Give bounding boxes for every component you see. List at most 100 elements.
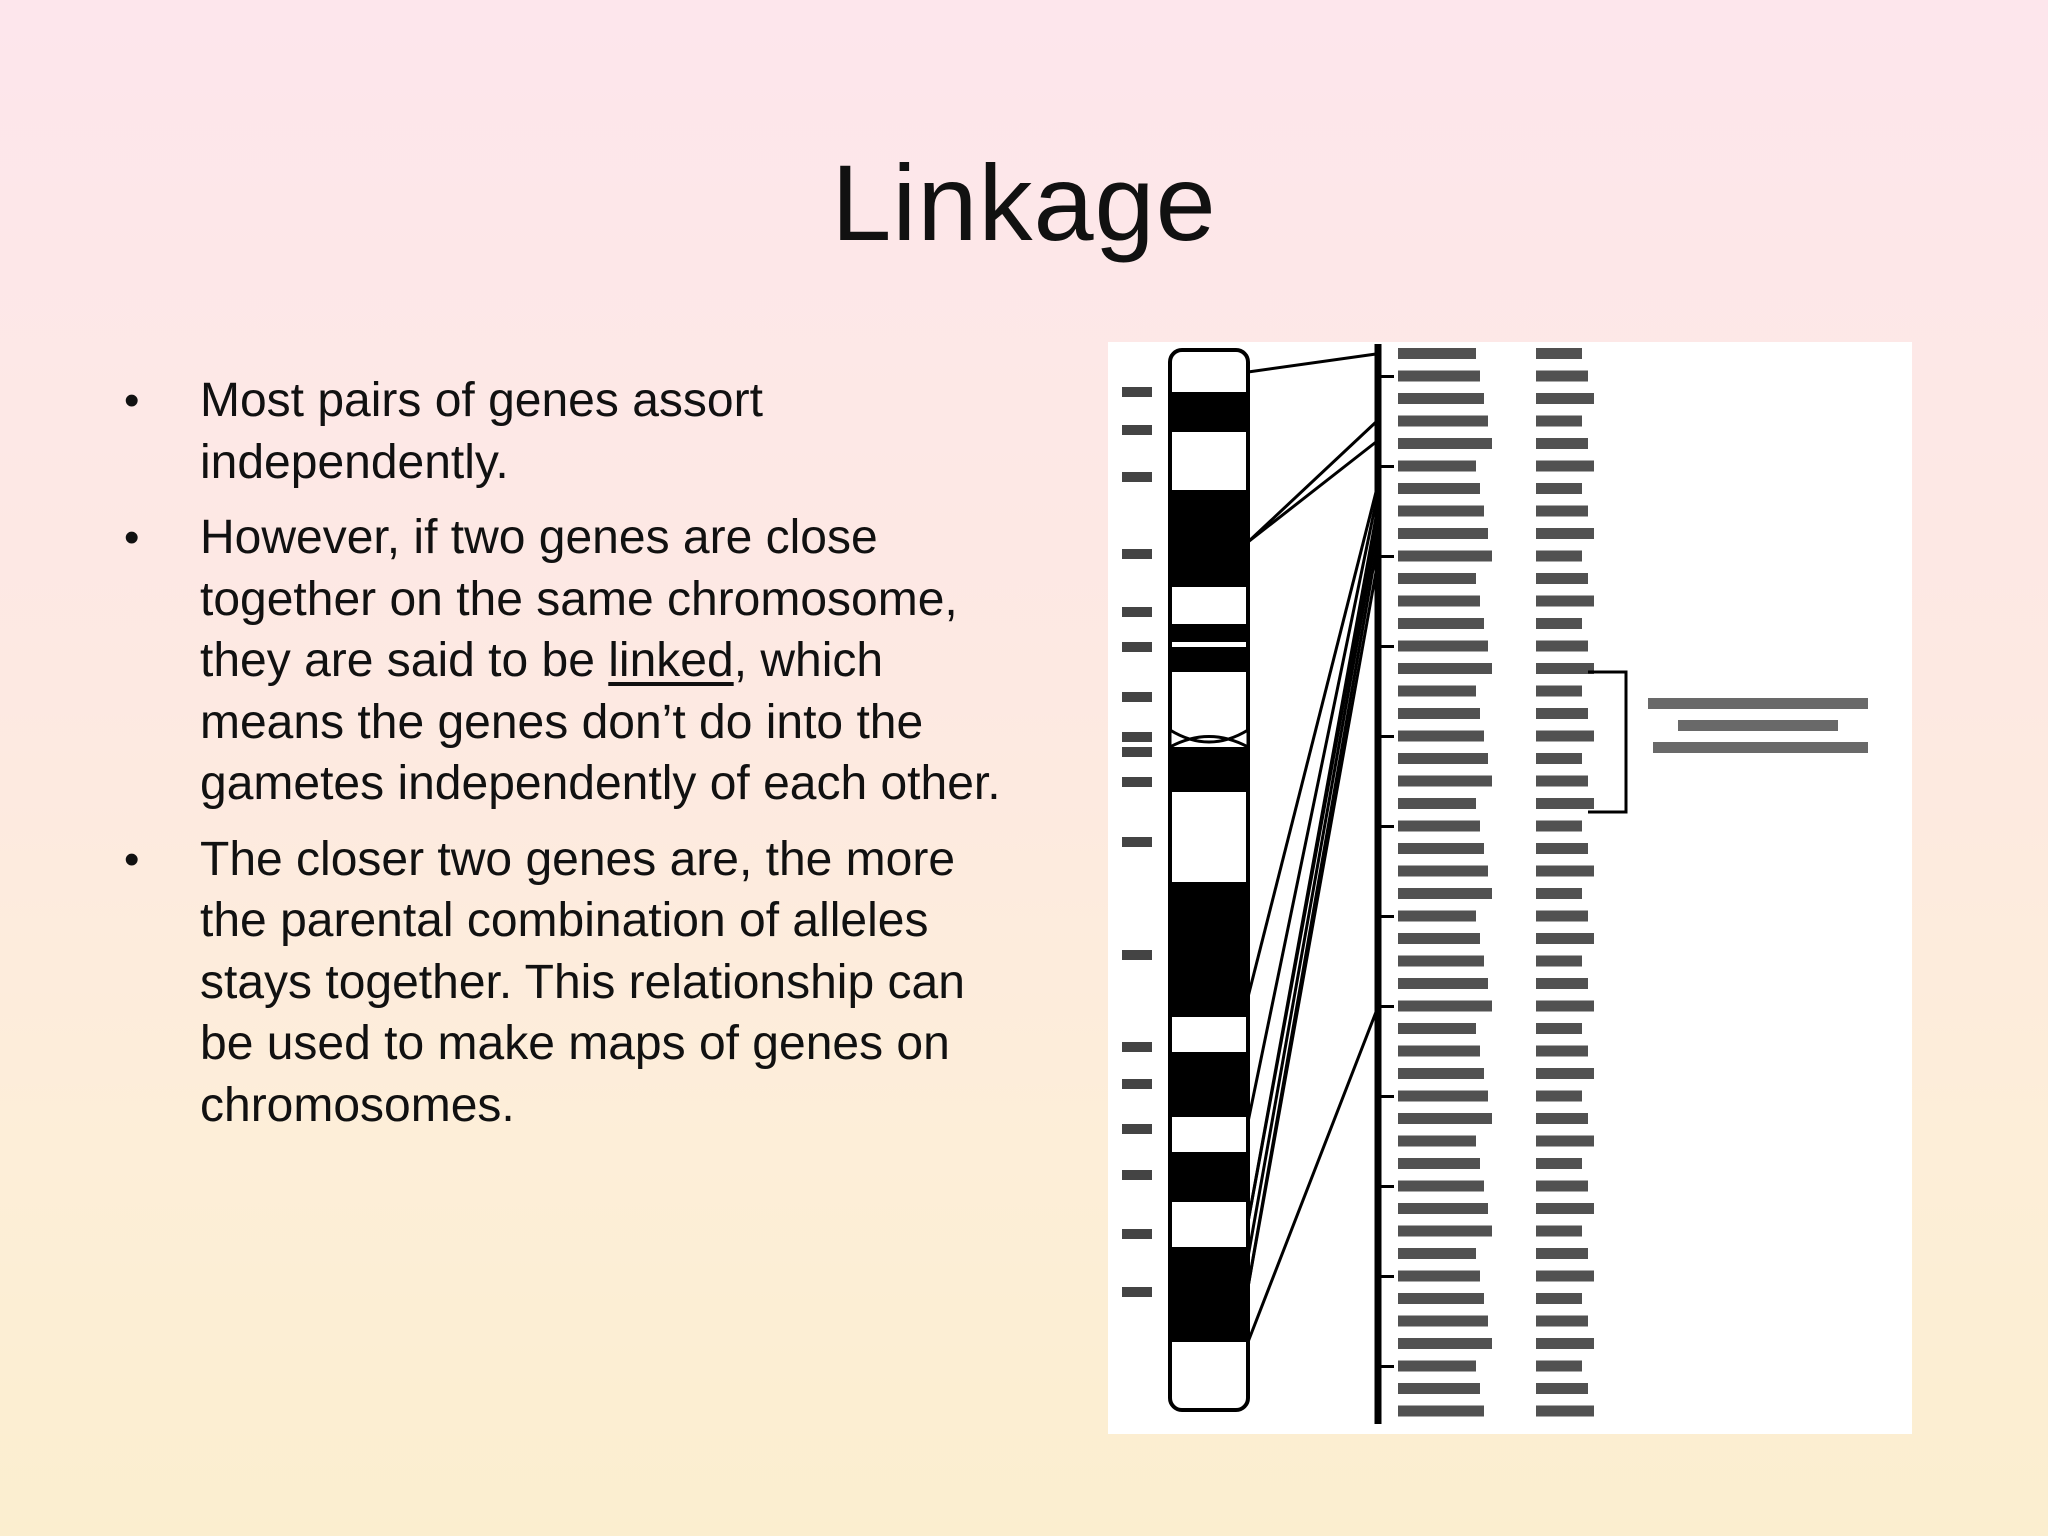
marker-name-mark <box>1398 753 1488 764</box>
marker-value-mark <box>1536 550 1582 562</box>
marker-value-mark <box>1536 370 1588 382</box>
marker-name-mark <box>1398 595 1480 607</box>
marker-value-mark <box>1536 753 1582 764</box>
marker-value-mark <box>1536 1113 1588 1124</box>
slide-title: Linkage <box>831 142 1217 263</box>
band-number-mark <box>1122 642 1152 652</box>
marker-value-mark <box>1536 618 1582 629</box>
band-number-mark <box>1122 1170 1152 1180</box>
band-number-mark <box>1122 777 1152 787</box>
marker-name-mark <box>1398 370 1480 382</box>
dark-band <box>1170 624 1248 642</box>
chromosome-ideogram <box>1168 348 1250 1412</box>
marker-name-mark <box>1398 1360 1476 1372</box>
bullet-dot-icon: • <box>124 513 140 562</box>
marker-value-mark <box>1536 910 1588 922</box>
marker-name-mark <box>1398 393 1484 404</box>
marker-value-mark <box>1536 573 1588 584</box>
dark-band <box>1170 747 1248 792</box>
marker-name-mark <box>1398 1135 1476 1147</box>
bullet-list: • Most pairs of genes assort independent… <box>118 370 1018 1150</box>
marker-name-mark <box>1398 933 1480 944</box>
marker-value-mark <box>1536 1383 1588 1394</box>
marker-name-mark <box>1398 348 1476 359</box>
marker-value-mark <box>1536 460 1594 472</box>
band-number-mark <box>1122 732 1152 742</box>
marker-value-mark <box>1536 955 1582 967</box>
bracket-note-mark <box>1648 698 1868 709</box>
marker-value-mark <box>1536 1270 1594 1282</box>
marker-name-mark <box>1398 415 1488 427</box>
marker-value-mark <box>1536 1135 1594 1147</box>
bracket-note-mark <box>1653 742 1868 753</box>
marker-value-mark <box>1536 595 1594 607</box>
marker-value-mark <box>1536 730 1594 742</box>
bracket-annotation <box>1588 670 1868 814</box>
marker-value-mark <box>1536 1180 1588 1192</box>
marker-name-mark <box>1398 798 1476 809</box>
bullet-item: • However, if two genes are close togeth… <box>118 507 1018 815</box>
band-number-mark <box>1122 950 1152 960</box>
dark-band <box>1170 392 1248 432</box>
dark-band <box>1170 647 1248 672</box>
marker-name-mark <box>1398 1180 1484 1192</box>
marker-name-mark <box>1398 1068 1484 1079</box>
marker-name-mark <box>1398 843 1484 854</box>
linked-term: linked <box>608 634 734 687</box>
connector-lines <box>1246 352 1378 1343</box>
marker-name-mark <box>1398 730 1484 742</box>
marker-value-mark <box>1536 865 1594 877</box>
marker-value-mark <box>1536 483 1582 494</box>
band-number-mark <box>1122 1229 1152 1239</box>
band-number-marks <box>1122 387 1152 1297</box>
band-number-mark <box>1122 607 1152 617</box>
connector-line <box>1246 536 1378 1258</box>
marker-value-mark <box>1536 438 1588 449</box>
bullet-text: Most pairs of genes assort independently… <box>200 374 763 489</box>
marker-name-mark <box>1398 1090 1488 1102</box>
bullet-text: However, if two genes are close together… <box>200 511 958 687</box>
bracket-line <box>1588 670 1628 814</box>
bullet-dot-icon: • <box>124 376 140 425</box>
marker-name-mark <box>1398 978 1488 989</box>
marker-value-mark <box>1536 1360 1582 1372</box>
marker-name-mark <box>1398 505 1484 517</box>
marker-value-mark <box>1536 1045 1588 1057</box>
connector-line <box>1246 1011 1378 1343</box>
dark-band <box>1170 640 1248 642</box>
marker-value-mark <box>1536 685 1582 697</box>
marker-value-mark <box>1536 1225 1582 1237</box>
marker-value-mark <box>1536 1338 1594 1349</box>
marker-value-mark <box>1536 640 1588 652</box>
marker-value-mark <box>1536 393 1594 404</box>
chromosome-outline <box>1168 348 1250 1412</box>
dark-band <box>1170 1152 1248 1202</box>
marker-name-mark <box>1398 910 1476 922</box>
band-number-mark <box>1122 1042 1152 1052</box>
marker-value-mark <box>1536 1203 1594 1214</box>
marker-name-mark <box>1398 955 1484 967</box>
marker-value-mark <box>1536 1000 1594 1012</box>
marker-name-mark <box>1398 483 1480 494</box>
marker-name-mark <box>1398 460 1476 472</box>
band-number-mark <box>1122 387 1152 397</box>
chromosome-map-image <box>1122 344 1868 1424</box>
band-number-mark <box>1122 549 1152 559</box>
marker-name-mark <box>1398 438 1492 449</box>
connector-line <box>1246 420 1378 544</box>
marker-name-mark <box>1398 1293 1484 1304</box>
marker-list <box>1378 348 1594 1417</box>
marker-name-mark <box>1398 865 1488 877</box>
connector-line <box>1246 491 1378 998</box>
bullet-item: • Most pairs of genes assort independent… <box>118 370 1018 493</box>
bullet-dot-icon: • <box>124 834 140 884</box>
dark-band <box>1170 1247 1248 1342</box>
marker-name-mark <box>1398 1203 1488 1214</box>
marker-name-mark <box>1398 573 1476 584</box>
marker-value-mark <box>1536 1023 1582 1034</box>
marker-name-mark <box>1398 550 1492 562</box>
band-number-mark <box>1122 472 1152 482</box>
marker-name-mark <box>1398 640 1488 652</box>
marker-name-mark <box>1398 1405 1484 1417</box>
marker-name-mark <box>1398 528 1488 539</box>
